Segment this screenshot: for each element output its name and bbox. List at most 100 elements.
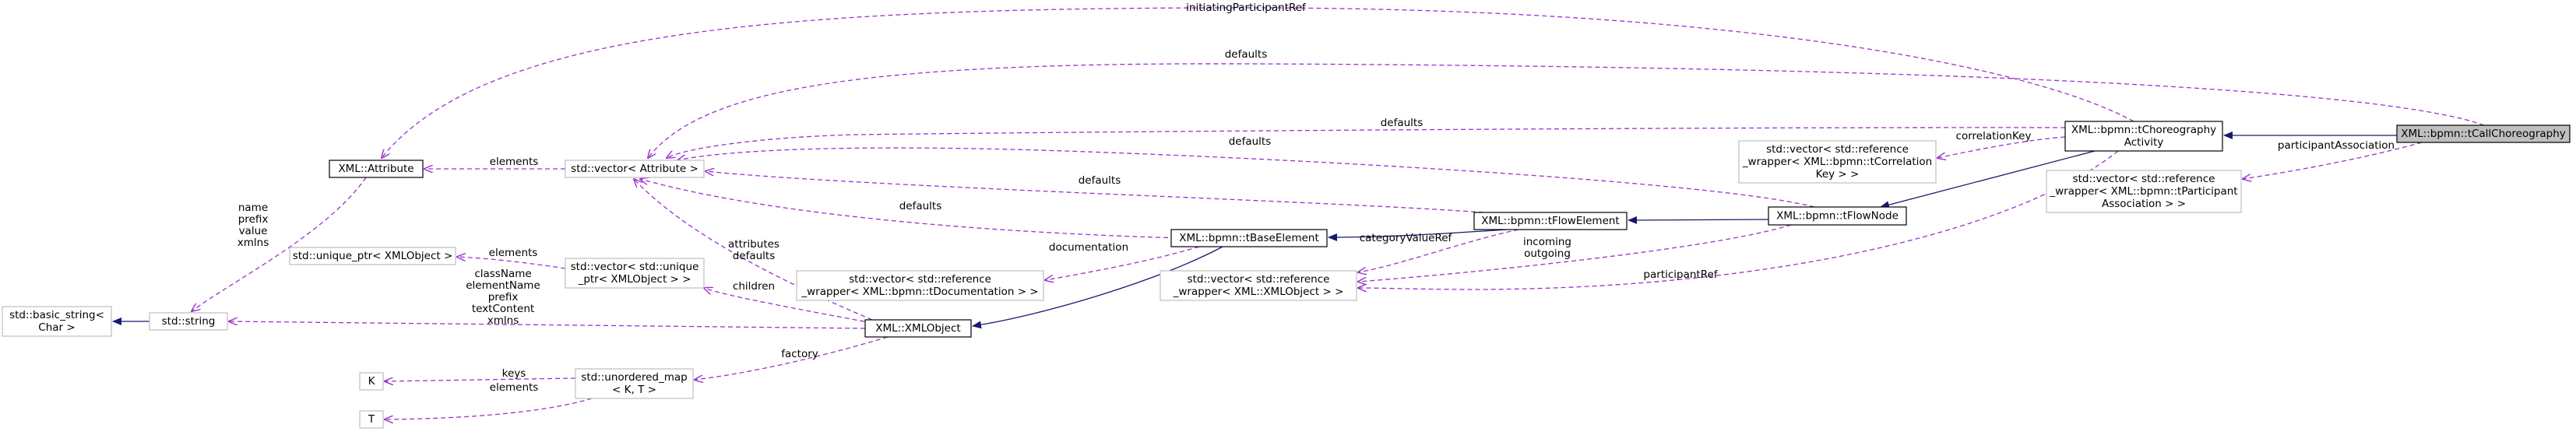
label-participant-association: participantAssociation: [2278, 139, 2395, 152]
label-initiating-participant-ref: initiatingParticipantRef: [1186, 2, 1307, 14]
edge-label-line: attributes: [728, 238, 779, 251]
node-label-line: std::string: [162, 315, 216, 328]
use-participant-ref: [1358, 150, 2119, 289]
use-documentation: [1045, 246, 1200, 280]
use-factory: [695, 336, 889, 380]
inherit-flowelement-baseelement: [1328, 229, 1508, 241]
edge-label-line: value: [239, 225, 268, 237]
edge-label-line: incoming: [1523, 236, 1571, 248]
node-participant-association-vector[interactable]: std::vector< std::reference_wrapper< XML…: [2046, 170, 2242, 213]
label-defaults-choreography: defaults: [1381, 117, 1423, 129]
use-incoming-outgoing: [1358, 224, 1792, 282]
node-label-line: XML::bpmn::tCallChoreography: [2401, 128, 2566, 140]
edge-label-line: defaults: [733, 250, 776, 262]
use-participant-association: [2243, 142, 2423, 179]
edge-label-line: xmlns: [238, 237, 269, 249]
label-elements-t: elements: [490, 381, 539, 394]
edge-label-line: name: [238, 202, 268, 214]
edge-label-line: className: [474, 268, 531, 280]
edge-label-line: elements: [490, 156, 539, 168]
edge-label-line: xmlns: [487, 314, 519, 327]
label-keys: keys: [502, 367, 526, 380]
edge-label-line: prefix: [238, 213, 269, 226]
node-label-line: _wrapper< XML::bpmn::tCorrelation: [1742, 156, 1932, 168]
label-documentation: documentation: [1049, 241, 1128, 254]
node-label-line: std::vector< Attribute >: [571, 163, 699, 175]
edge-label-line: factory: [781, 348, 818, 360]
node-tflowelement[interactable]: XML::bpmn::tFlowElement: [1473, 212, 1628, 230]
use-elements-uniqueptrvec: [457, 257, 566, 269]
use-defaults-flownode-attrvec: [677, 147, 1815, 208]
node-documentation-vector[interactable]: std::vector< std::reference_wrapper< XML…: [796, 270, 1044, 301]
edge-label-line: categoryValueRef: [1360, 232, 1453, 244]
edge-label-line: initiatingParticipantRef: [1186, 2, 1307, 14]
edge-label-line: outgoing: [1524, 247, 1571, 260]
label-defaults-flowelement: defaults: [1079, 174, 1121, 187]
node-tflownode[interactable]: XML::bpmn::tFlowNode: [1768, 206, 1907, 226]
inherit-baseelement-xmlobject: [972, 246, 1223, 329]
edge-label-line: documentation: [1049, 241, 1128, 254]
edge-label-line: elementName: [466, 279, 540, 292]
label-defaults-top: defaults: [1225, 48, 1268, 61]
node-template-t[interactable]: T: [359, 410, 384, 429]
node-std-string[interactable]: std::string: [149, 312, 228, 331]
use-attributes-defaults-xmlobject: [634, 179, 873, 321]
edge-label-line: defaults: [899, 200, 942, 212]
use-keys: [385, 378, 576, 381]
node-unique-ptr-vector[interactable]: std::vector< std::unique_ptr< XMLObject …: [565, 258, 705, 289]
node-label-line: std::vector< std::reference: [849, 273, 991, 286]
node-correlation-key-vector[interactable]: std::vector< std::reference_wrapper< XML…: [1738, 140, 1937, 184]
node-label-line: Association > >: [2102, 198, 2186, 210]
node-unique-ptr[interactable]: std::unique_ptr< XMLObject >: [289, 247, 456, 265]
inherit-flownode-flowelement: [1628, 216, 1769, 224]
node-label-line: std::vector< std::unique: [571, 261, 699, 273]
use-defaults-flowelement-attrvec: [706, 171, 1484, 213]
use-defaults-choreography-attrvec: [667, 127, 2066, 158]
edge-label-line: elements: [489, 247, 538, 259]
label-category-value-ref: categoryValueRef: [1360, 232, 1453, 244]
node-label-line: _ptr< XMLObject > >: [578, 273, 692, 286]
use-children: [704, 288, 873, 324]
edge-label-line: defaults: [1381, 117, 1423, 129]
label-participant-ref: participantRef: [1643, 268, 1718, 281]
use-correlation-key: [1937, 136, 2066, 158]
node-xml-attribute[interactable]: XML::Attribute: [329, 160, 424, 178]
label-elements-attribute: elements: [490, 156, 539, 168]
node-tcallchoreography[interactable]: XML::bpmn::tCallChoreography: [2396, 125, 2571, 143]
edge-label-line: participantAssociation: [2278, 139, 2395, 152]
node-label-line: std::unique_ptr< XMLObject >: [293, 250, 453, 262]
edge-label-line: prefix: [488, 291, 519, 303]
use-elements-t: [385, 398, 593, 419]
label-factory: factory: [781, 348, 818, 360]
edge-label-line: defaults: [1225, 48, 1268, 61]
use-defaults-top: [648, 63, 2485, 158]
node-xmlobject-reference-vector[interactable]: std::vector< std::reference_wrapper< XML…: [1160, 270, 1357, 301]
node-label-line: XML::bpmn::tChoreography: [2071, 124, 2216, 136]
use-xmlobject-members-string: [229, 321, 866, 329]
node-label-line: std::vector< std::reference: [2073, 173, 2215, 185]
node-label-line: _wrapper< XML::XMLObject > >: [1173, 286, 1344, 298]
node-tbaseelement[interactable]: XML::bpmn::tBaseElement: [1170, 229, 1328, 247]
node-xml-object[interactable]: XML::XMLObject: [864, 319, 972, 338]
label-correlation-key: correlationKey: [1956, 130, 2032, 142]
node-unordered-map[interactable]: std::unordered_map< K, T >: [575, 368, 694, 399]
edge-label-line: children: [733, 280, 775, 293]
node-label-line: < K, T >: [612, 384, 656, 396]
node-basic-string[interactable]: std::basic_string<Char >: [2, 306, 112, 337]
node-label-line: XML::Attribute: [338, 163, 413, 175]
edge-label-line: defaults: [1229, 135, 1272, 148]
label-defaults-baseelement: defaults: [899, 200, 942, 212]
use-attribute-string: [192, 177, 367, 311]
edge-label-line: keys: [502, 367, 526, 380]
node-attribute-vector[interactable]: std::vector< Attribute >: [565, 160, 705, 178]
node-label-line: XML::bpmn::tFlowElement: [1481, 215, 1619, 227]
node-label-line: XML::bpmn::tBaseElement: [1179, 232, 1319, 244]
node-template-k[interactable]: K: [359, 372, 384, 391]
node-label-line: std::vector< std::reference: [1766, 143, 1909, 156]
